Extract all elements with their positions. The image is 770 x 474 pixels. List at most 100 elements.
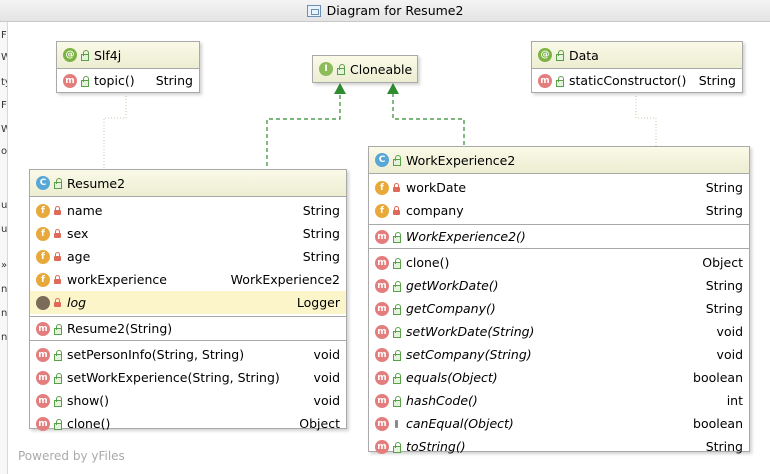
method-icon: m: [375, 278, 389, 293]
public-icon: [53, 323, 63, 335]
member-name: WorkExperience2(): [406, 229, 526, 244]
left-strip-text: ty: [1, 77, 7, 88]
member-type: void: [716, 347, 743, 362]
package-private-icon: [392, 419, 402, 429]
member-name: setWorkDate(String): [406, 324, 535, 339]
public-icon: [53, 178, 63, 189]
method-icon: m: [538, 73, 552, 88]
public-icon: [392, 257, 402, 269]
member-name: toString(): [406, 439, 466, 454]
public-icon: [392, 303, 402, 315]
member-name: setWorkExperience(String, String): [67, 370, 280, 385]
member-type: void: [313, 393, 340, 408]
node-cloneable-header: I Cloneable: [313, 56, 417, 82]
edge-work-cloneable: [392, 94, 465, 145]
field-icon: f: [36, 272, 50, 287]
node-work-constructors: m WorkExperience2(): [369, 224, 749, 248]
powered-by-label: Powered by yFiles: [18, 449, 125, 463]
node-resume2-header: C Resume2: [30, 170, 346, 196]
class-icon: C: [375, 153, 389, 167]
member-name: sex: [67, 226, 89, 241]
method-row[interactable]: m equals(Object) boolean: [369, 366, 749, 389]
member-type: String: [705, 301, 743, 316]
public-icon: [392, 155, 402, 166]
member-name: log: [67, 295, 87, 310]
method-icon: m: [63, 73, 77, 88]
field-icon: f: [36, 203, 50, 218]
method-icon: m: [375, 347, 389, 362]
node-data-title: Data: [569, 47, 599, 63]
member-type: boolean: [693, 370, 743, 385]
member-name: company: [406, 203, 464, 218]
annotation-icon: @: [63, 48, 77, 62]
member-name: staticConstructor(): [569, 73, 687, 88]
member-type: String: [705, 439, 743, 454]
member-type: String: [705, 180, 743, 195]
public-icon: [80, 75, 90, 87]
member-name: equals(Object): [406, 370, 498, 385]
field-icon: f: [375, 180, 389, 195]
method-icon: m: [36, 370, 50, 385]
left-strip-text: ns: [1, 308, 8, 319]
public-icon: [53, 395, 63, 407]
left-strip-text: ns: [1, 332, 8, 343]
method-row[interactable]: m WorkExperience2(): [369, 225, 749, 248]
method-icon: m: [375, 229, 389, 244]
node-cloneable[interactable]: I Cloneable: [312, 55, 418, 83]
public-icon: [336, 64, 346, 75]
method-icon: m: [375, 370, 389, 385]
member-type: String: [302, 226, 340, 241]
left-strip-text: »: [1, 260, 8, 271]
public-icon: [80, 50, 90, 61]
member-type: String: [698, 73, 736, 88]
public-icon: [392, 326, 402, 338]
interface-icon: I: [319, 62, 333, 76]
field-icon: f: [375, 203, 389, 218]
member-name: canEqual(Object): [406, 416, 514, 431]
edge-data-work: [635, 96, 657, 146]
method-icon: m: [375, 301, 389, 316]
private-lock-icon: [53, 274, 63, 285]
member-name: clone(): [67, 416, 111, 431]
member-name: workExperience: [67, 272, 167, 287]
edge-slf4j-resume2: [103, 96, 127, 170]
node-slf4j-title: Slf4j: [94, 47, 122, 63]
member-type: int: [726, 393, 743, 408]
node-cloneable-title: Cloneable: [350, 61, 413, 77]
member-name: age: [67, 249, 91, 264]
member-type: Object: [299, 416, 340, 431]
private-lock-icon: [53, 297, 63, 308]
window-title: Diagram for Resume2: [326, 3, 464, 18]
member-name: clone(): [406, 255, 450, 270]
method-row[interactable]: m staticConstructor() String: [532, 69, 742, 92]
node-resume2-title: Resume2: [67, 175, 126, 191]
